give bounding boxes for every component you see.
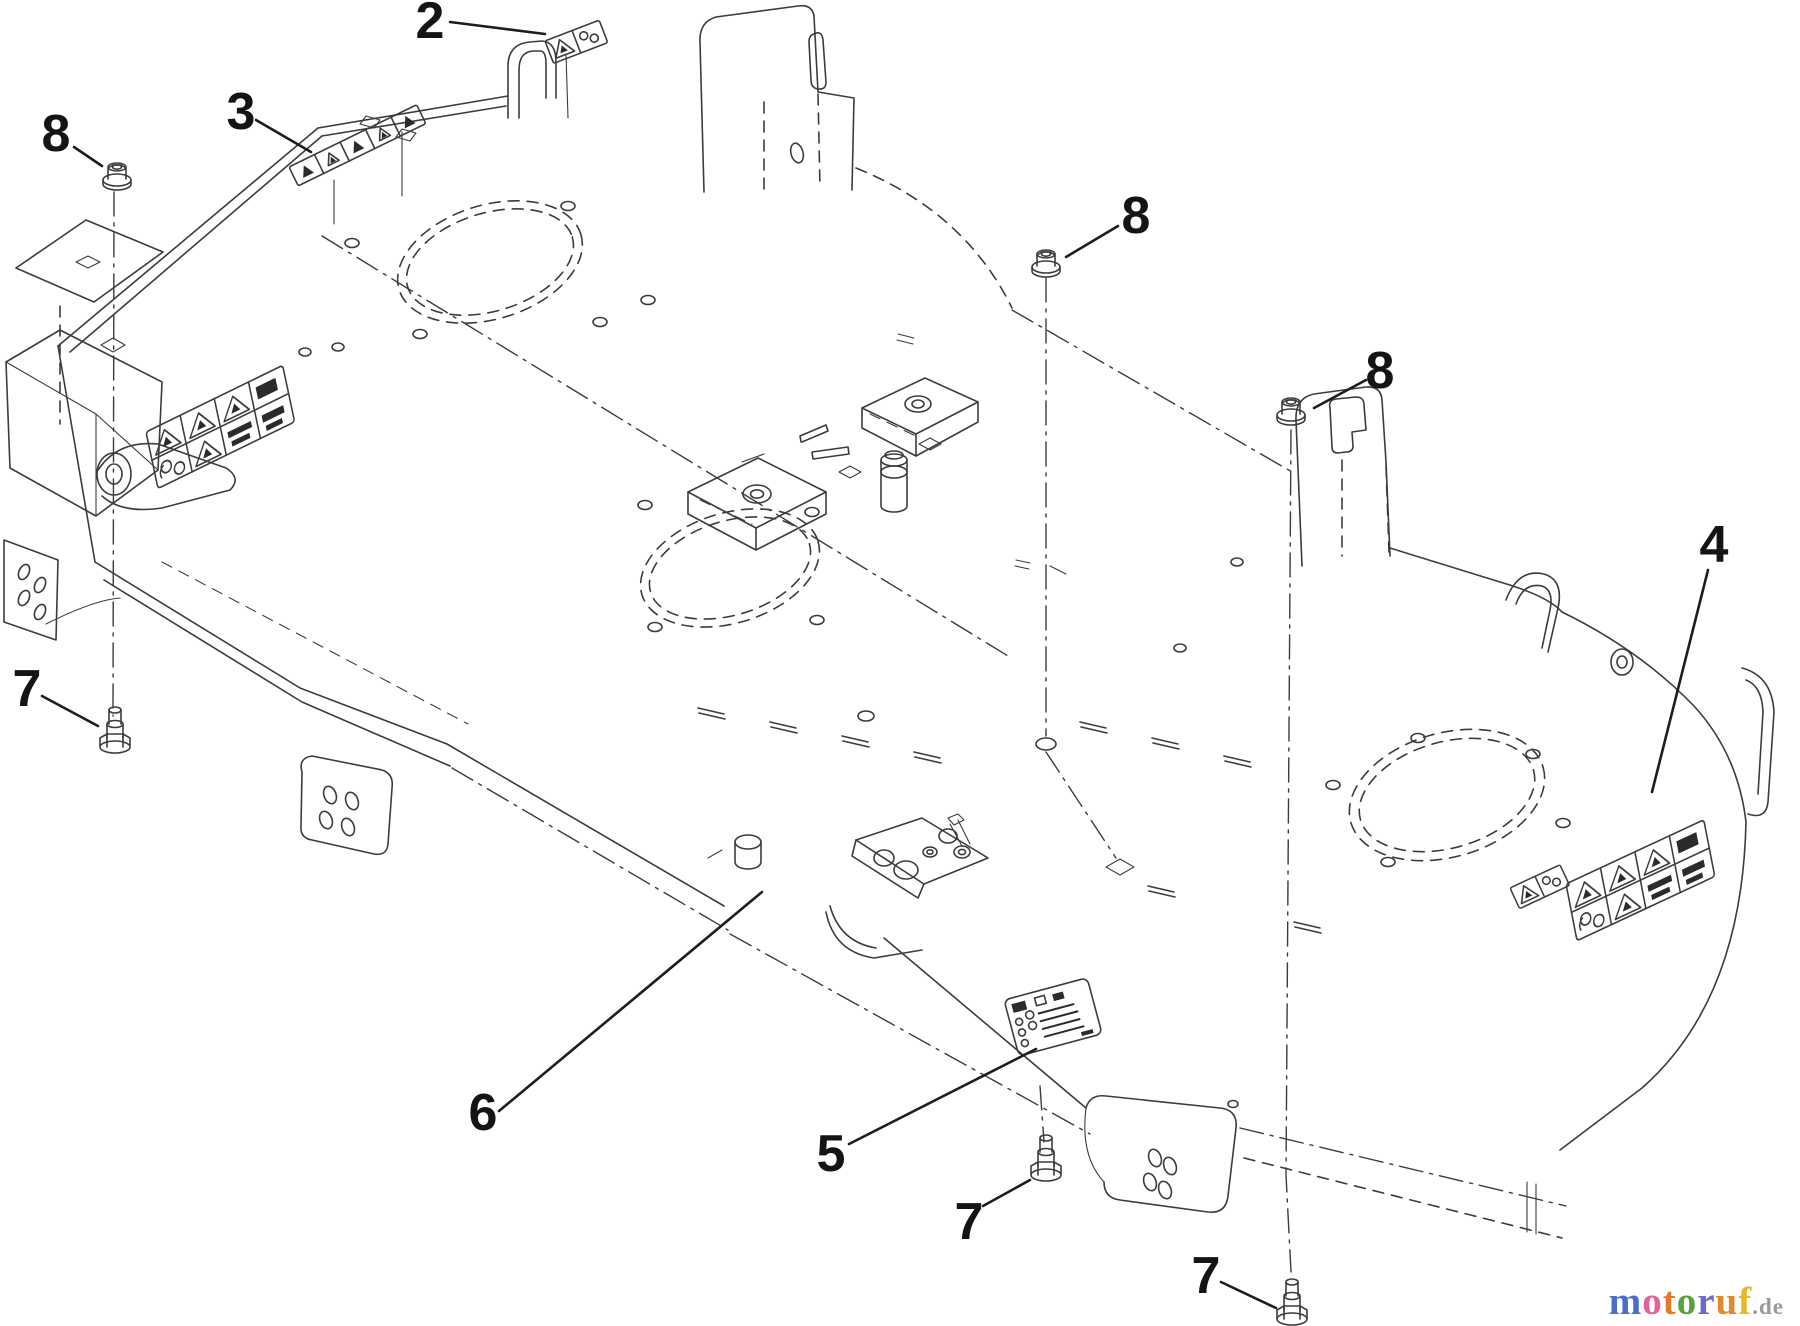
- warning-decal-small-right: [1509, 863, 1571, 910]
- callout-8-right: 8: [1365, 342, 1395, 400]
- watermark-suffix: .de: [1752, 1294, 1784, 1320]
- callout-7-center: 7: [954, 1193, 984, 1251]
- callout-5: 5: [816, 1125, 846, 1183]
- watermark-letter: m: [1608, 1280, 1643, 1324]
- bolt-holes-right: [1173, 557, 1571, 868]
- hex-bolt-right: [1276, 1278, 1308, 1326]
- watermark-letter: t: [1662, 1280, 1677, 1324]
- warning-decal-part3: [288, 103, 427, 187]
- right-lift-handle: [1505, 572, 1561, 653]
- hex-bolt-center: [1030, 1134, 1062, 1182]
- callout-8-center: 8: [1121, 187, 1151, 245]
- watermark-letter: r: [1697, 1280, 1716, 1324]
- fastener-centerlines: [100, 191, 1292, 1273]
- callout-7-left: 7: [12, 660, 42, 718]
- callout-7-right: 7: [1191, 1247, 1221, 1305]
- spacer-cylinder: [880, 450, 908, 513]
- callout-leader-lines: [40, 20, 1710, 1310]
- warning-decal-part2: [544, 19, 609, 65]
- warning-decal-part4: [1565, 818, 1716, 942]
- flange-nut-left: [102, 162, 132, 191]
- front-bracket-center: [1084, 1094, 1239, 1213]
- watermark-logo: motoruf.de: [1609, 1280, 1784, 1324]
- warning-decal-left-deck: [145, 364, 296, 490]
- flange-nut-center: [1031, 249, 1061, 278]
- watermark-letter: o: [1676, 1280, 1698, 1324]
- watermark-letter: o: [1642, 1280, 1663, 1324]
- watermark-letter: f: [1738, 1280, 1753, 1324]
- edge-curl-right: [1741, 667, 1775, 817]
- pivot-bushing: [707, 834, 762, 870]
- rear-lift-bracket-right: [1295, 386, 1391, 567]
- bolt-holes-left: [298, 200, 875, 722]
- roll-pins: [799, 424, 850, 460]
- blade-opening-right: [1348, 728, 1546, 862]
- front-bracket-left: [300, 755, 394, 856]
- rear-lift-bracket-left: [699, 4, 855, 193]
- vent-slots: [697, 707, 1322, 934]
- callout-6: 6: [468, 1084, 498, 1142]
- deck-right-half: [1014, 386, 1775, 1239]
- callout-4: 4: [1699, 516, 1729, 574]
- reinforcement-plate-upper: [861, 377, 979, 457]
- blade-opening-left: [396, 200, 584, 324]
- hex-bolt-left: [99, 706, 131, 754]
- blade-opening-center: [639, 508, 821, 628]
- height-of-cut-decal-part5: [1004, 978, 1102, 1056]
- reinforcement-plate-lower: [687, 453, 827, 551]
- watermark-letter: u: [1715, 1280, 1739, 1324]
- callout-2: 2: [415, 0, 445, 50]
- callout-3: 3: [226, 83, 256, 141]
- center-exploded-parts: [687, 377, 979, 551]
- watermark-letters: motoruf: [1609, 1280, 1753, 1323]
- callout-8-left: 8: [41, 105, 71, 163]
- deck-left-half: [3, 4, 1322, 1135]
- lift-handle: [507, 40, 557, 119]
- latch-plate-part6: [707, 813, 989, 959]
- rear-hanger-left: [3, 219, 236, 641]
